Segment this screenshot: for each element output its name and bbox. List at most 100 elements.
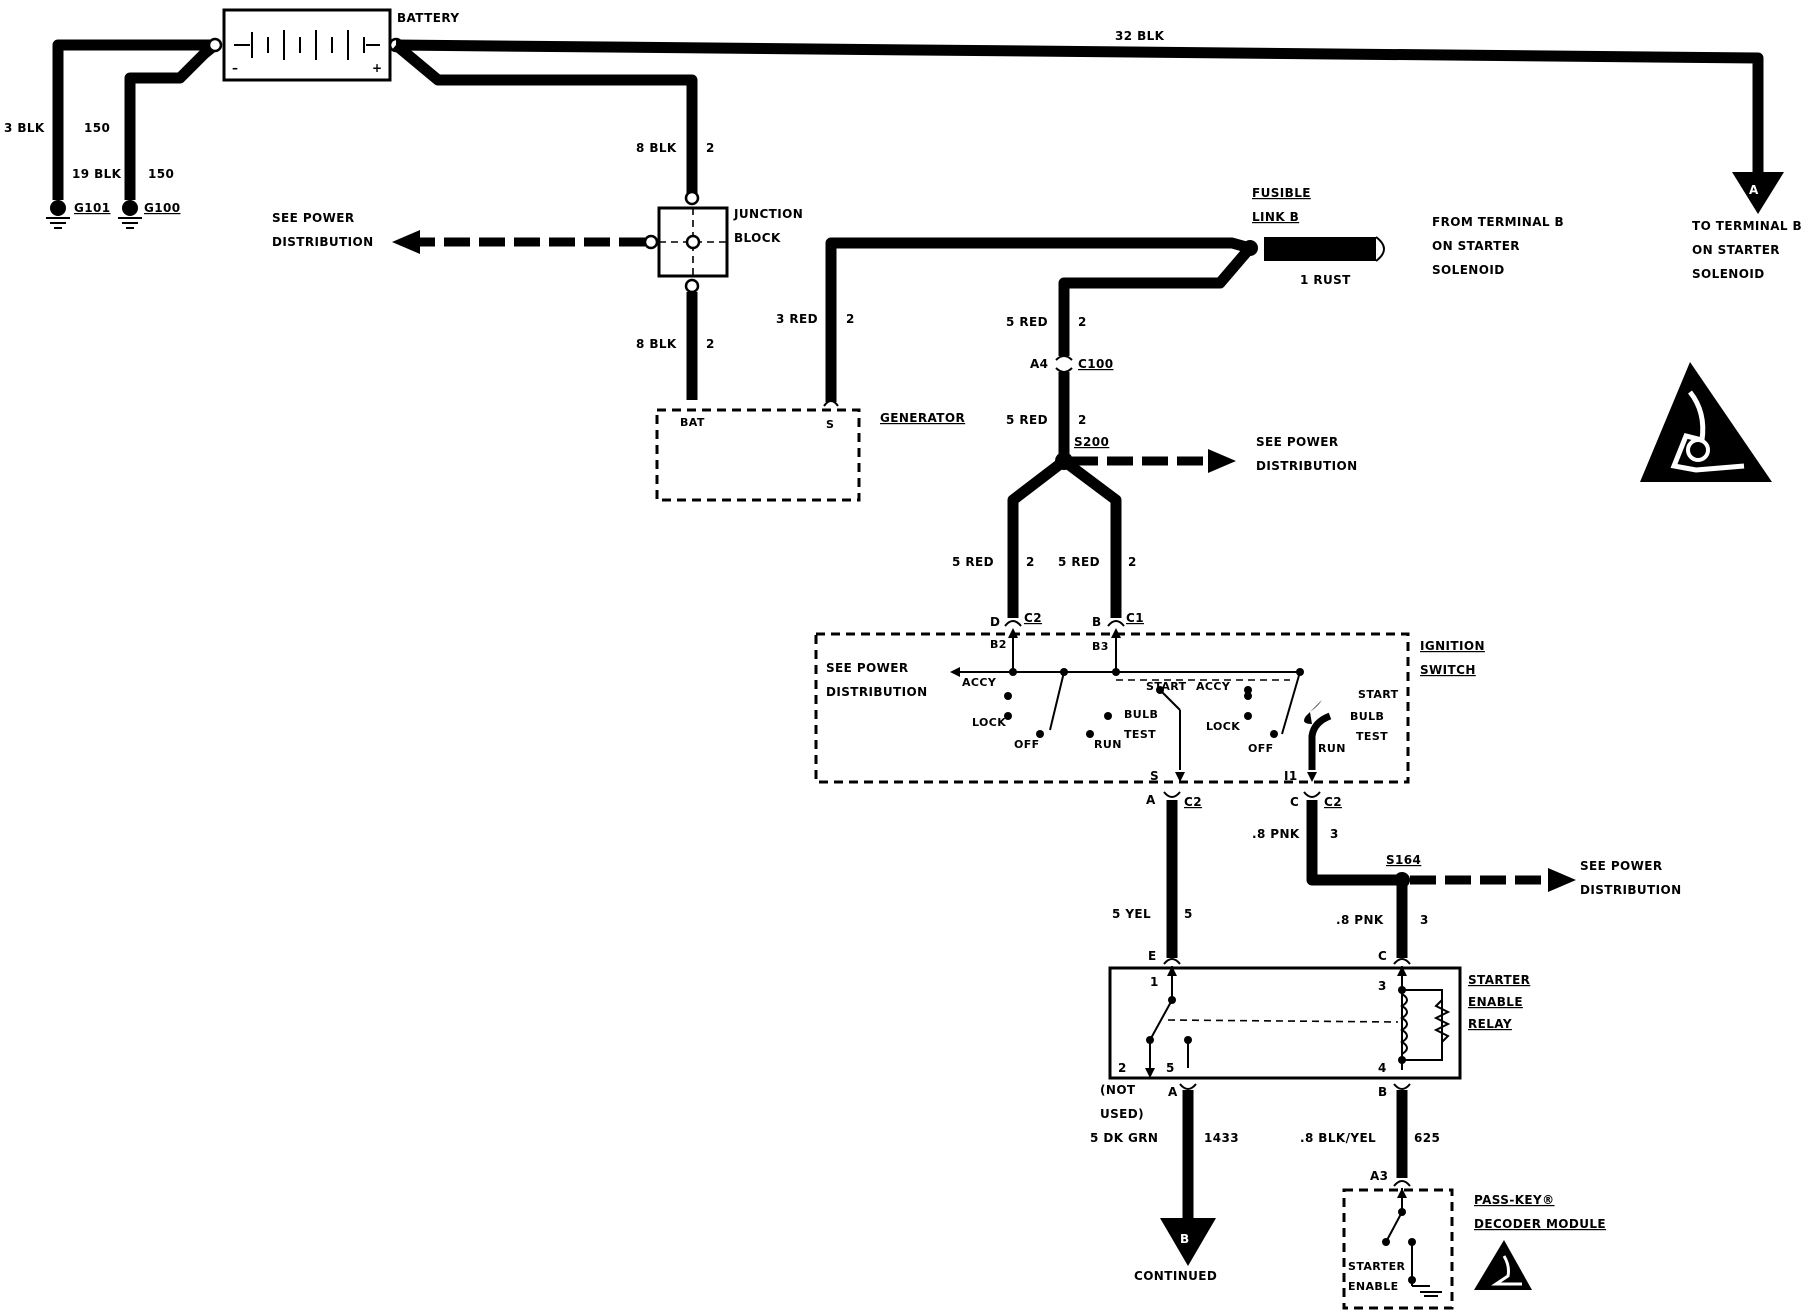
svg-text:BULB: BULB (1124, 708, 1158, 721)
connector-b3: B3 (1092, 640, 1109, 653)
ckt-1433: 1433 (1204, 1131, 1239, 1145)
svg-text:TO TERMINAL B: TO TERMINAL B (1692, 219, 1802, 233)
pass-key-label-2: DECODER MODULE (1474, 1217, 1606, 1231)
continued-label: CONTINUED (1134, 1269, 1217, 1283)
wire-8pnk-a: .8 PNK (1252, 827, 1300, 841)
svg-text:LOCK: LOCK (972, 716, 1006, 729)
svg-text:SOLENOID: SOLENOID (1432, 263, 1505, 277)
ignition-switch-label-2: SWITCH (1420, 663, 1476, 677)
ckt-2-5red-a: 2 (1078, 315, 1087, 329)
ignition-switch-box (814, 632, 1410, 784)
svg-text:TEST: TEST (1124, 728, 1156, 741)
marker-b: B (1180, 1232, 1190, 1246)
svg-text:RUN: RUN (1318, 742, 1346, 755)
svg-text:RUN: RUN (1094, 738, 1122, 751)
battery: – + BATTERY (222, 8, 459, 82)
battery-label: BATTERY (397, 11, 459, 25)
pass-key-module-box (1342, 1188, 1454, 1310)
fusible-link-label-2: LINK B (1252, 210, 1299, 224)
wire-5red-c-path (1007, 456, 1068, 618)
svg-text:LOCK: LOCK (1206, 720, 1240, 733)
connector-a4: A4 (1030, 357, 1048, 371)
svg-text:FROM TERMINAL B: FROM TERMINAL B (1432, 215, 1564, 229)
ckt-2-3red: 2 (846, 312, 855, 326)
connector-c2b: C2 (1184, 795, 1202, 809)
junction-block-label-2: BLOCK (734, 231, 781, 245)
ignition-switch-label-1: IGNITION (1420, 639, 1485, 653)
generator-bat: BAT (680, 416, 705, 429)
pass-key-label-1: PASS-KEY® (1474, 1193, 1555, 1207)
ckt-150-a: 150 (84, 121, 110, 135)
wire-5dkgrn: 5 DK GRN (1090, 1131, 1158, 1145)
wire-1rust: 1 RUST (1300, 273, 1351, 287)
arrow-right-icon (1208, 449, 1236, 473)
relay-label-1: STARTER (1468, 973, 1530, 987)
ckt-2-5red-d: 2 (1128, 555, 1137, 569)
svg-text:TEST: TEST (1356, 730, 1388, 743)
junction-block-label-1: JUNCTION (733, 207, 803, 221)
wire-3red-path (825, 237, 1252, 402)
svg-text:ON STARTER: ON STARTER (1432, 239, 1520, 253)
marker-b-triangle (1160, 1218, 1216, 1266)
not-used-2: USED) (1100, 1107, 1144, 1121)
relay-pin-5: 5 (1166, 1061, 1175, 1075)
wire-19blk: 19 BLK (72, 167, 122, 181)
ground-g100: G100 (144, 201, 181, 215)
fusible-link-body (1264, 237, 1376, 261)
connector-i1: I1 (1284, 769, 1298, 783)
see-power-1b: DISTRIBUTION (272, 235, 374, 249)
connector-c1: C1 (1126, 611, 1144, 625)
ckt-2-5red-b: 2 (1078, 413, 1087, 427)
generator-label: GENERATOR (880, 411, 965, 425)
wire-8blkyel: .8 BLK/YEL (1300, 1131, 1376, 1145)
not-used-1: (NOT (1100, 1083, 1136, 1097)
relay-pin-4: 4 (1378, 1061, 1387, 1075)
connector-c-relay: C (1378, 949, 1387, 963)
see-power-3a: SEE POWER (826, 661, 909, 675)
see-power-2a: SEE POWER (1256, 435, 1339, 449)
esd-warning-icon (1640, 362, 1772, 482)
junction-block (643, 190, 729, 294)
pass-key-internals (1382, 1188, 1442, 1297)
marker-a-triangle (1732, 172, 1784, 214)
see-power-2b: DISTRIBUTION (1256, 459, 1358, 473)
svg-text:ACCY: ACCY (962, 676, 997, 689)
ckt-2-8blk-bot: 2 (706, 337, 715, 351)
starter-enable-2: ENABLE (1348, 1280, 1399, 1293)
ignition-switch-internals (950, 628, 1332, 782)
ckt-3-8pnk-b: 3 (1420, 913, 1429, 927)
svg-text:SOLENOID: SOLENOID (1692, 267, 1765, 281)
ckt-2-5red-c: 2 (1026, 555, 1035, 569)
from-terminal-note: FROM TERMINAL B ON STARTER SOLENOID (1432, 215, 1564, 277)
connector-c: C (1290, 795, 1299, 809)
connector-e: E (1148, 949, 1157, 963)
starter-enable-relay-box (1108, 966, 1462, 1080)
connector-s: S (1150, 769, 1159, 783)
ground-icon-g100 (118, 200, 142, 229)
see-power-3b: DISTRIBUTION (826, 685, 928, 699)
connector-b: B (1092, 615, 1102, 629)
see-power-1a: SEE POWER (272, 211, 355, 225)
wire-8pnk-b: .8 PNK (1336, 913, 1384, 927)
wire-5red-d: 5 RED (1058, 555, 1100, 569)
ckt-150-b: 150 (148, 167, 174, 181)
wire-32blk-path (395, 39, 1764, 175)
svg-text:OFF: OFF (1014, 738, 1040, 751)
wire-32blk: 32 BLK (1115, 29, 1165, 43)
connector-d: D (990, 615, 1000, 629)
arrow-left-icon (392, 230, 420, 254)
wire-3blk: 3 BLK (4, 121, 45, 135)
relay-pin-3: 3 (1378, 979, 1387, 993)
ckt-3-8pnk-a: 3 (1330, 827, 1339, 841)
see-power-4a: SEE POWER (1580, 859, 1663, 873)
connector-b2: B2 (990, 638, 1007, 651)
wire-5red-c: 5 RED (952, 555, 994, 569)
svg-text:ON STARTER: ON STARTER (1692, 243, 1780, 257)
relay-label-2: ENABLE (1468, 995, 1523, 1009)
connector-c100: C100 (1078, 357, 1113, 371)
wire-5red-b: 5 RED (1006, 413, 1048, 427)
connector-a: A (1146, 793, 1156, 807)
svg-text:ACCY: ACCY (1196, 680, 1231, 693)
svg-text:BULB: BULB (1350, 710, 1384, 723)
